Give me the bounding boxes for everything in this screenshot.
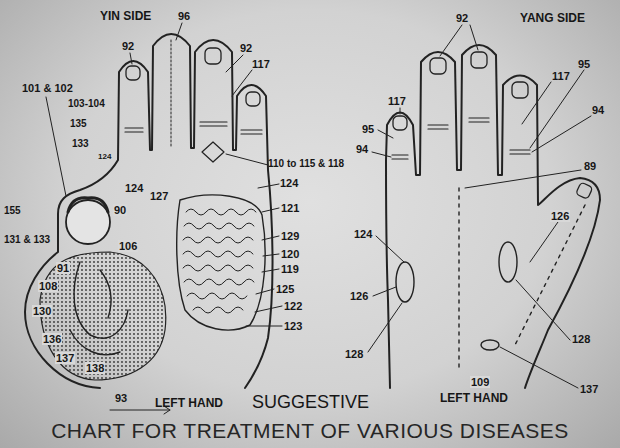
callout-number: 124 [280, 177, 298, 189]
nail-symbols [126, 48, 260, 106]
callout-number: 123 [284, 320, 302, 332]
diamond-symbol [202, 142, 224, 162]
brain-folds [183, 209, 256, 313]
body-figure [70, 262, 128, 355]
callout-number: 95 [362, 123, 374, 135]
chart-heading: SUGGESTIVE [252, 393, 369, 413]
meridian-line [171, 40, 172, 148]
brain-region [177, 195, 265, 330]
callout-number: 92 [456, 12, 468, 24]
side-label: YANG SIDE [520, 12, 585, 25]
callout-number: 124 [98, 153, 111, 162]
callout-number: 124 [125, 182, 143, 194]
chart-title: CHART FOR TREATMENT OF VARIOUS DISEASES [0, 419, 620, 443]
callout-number: 94 [356, 143, 368, 155]
callout-number: 120 [281, 248, 299, 260]
callout-number: 128 [572, 333, 590, 345]
spine-line [515, 205, 585, 345]
callout-number: 103-104 [68, 98, 105, 109]
callout-number: 127 [150, 190, 168, 202]
callout-number: 131 & 133 [4, 234, 50, 245]
callout-number: 117 [388, 95, 406, 107]
hand-outline [386, 45, 600, 388]
callout-number: 89 [584, 160, 596, 172]
callout-number: 96 [178, 10, 190, 22]
nail-symbols [393, 52, 593, 199]
callout-number: 117 [552, 70, 570, 82]
point-ovals [396, 242, 517, 350]
callout-number: 128 [345, 348, 363, 360]
callout-number: 95 [578, 58, 590, 70]
callout-number: 135 [70, 118, 87, 129]
callout-number: 106 [118, 240, 138, 252]
callout-number: 94 [592, 104, 604, 116]
callout-number: 92 [240, 42, 252, 54]
callout-number: 101 & 102 [22, 82, 73, 94]
callout-number: 109 [470, 376, 490, 388]
callout-number: 137 [55, 352, 75, 364]
callout-number: 138 [85, 362, 105, 374]
callout-number: 90 [113, 204, 127, 216]
callout-number: 93 [115, 392, 127, 404]
side-label: YIN SIDE [100, 10, 151, 23]
callout-number: 122 [284, 300, 302, 312]
leader-lines [368, 25, 591, 388]
callout-number: 125 [276, 283, 294, 295]
callout-number: 137 [580, 383, 598, 395]
hand-label: LEFT HAND [155, 397, 223, 410]
callout-number: 133 [72, 138, 89, 149]
callout-number: 124 [354, 228, 372, 240]
callout-number: 108 [38, 280, 58, 292]
callout-number: 91 [56, 262, 70, 274]
crease-lines [125, 122, 262, 134]
stipple-region [40, 252, 166, 380]
callout-number: 130 [32, 305, 52, 317]
callout-number: 129 [281, 230, 299, 242]
hair-figure [68, 198, 108, 212]
leader-lines [46, 23, 282, 414]
callout-number: 121 [281, 202, 299, 214]
callout-number: 126 [350, 290, 368, 302]
crease-lines [392, 118, 530, 159]
callout-number: 110 to 115 & 118 [268, 158, 344, 169]
callout-number: 126 [550, 210, 570, 222]
head-figure [66, 200, 110, 244]
callout-number: 117 [252, 58, 270, 70]
callout-number: 155 [4, 205, 21, 216]
callout-number: 92 [122, 40, 134, 52]
hand-label: LEFT HAND [440, 392, 508, 405]
spine-line [458, 188, 459, 372]
callout-number: 136 [42, 333, 62, 345]
callout-number: 119 [281, 263, 299, 275]
